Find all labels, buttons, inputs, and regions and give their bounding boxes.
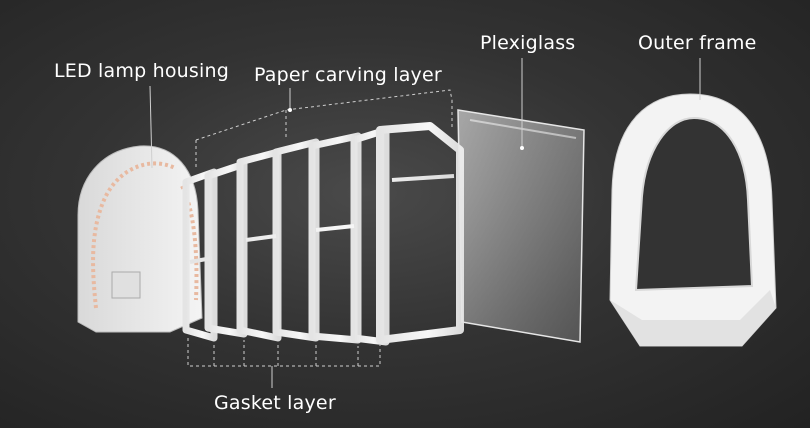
usb-module	[111, 271, 141, 299]
leader-lines	[149, 58, 701, 388]
outer-frame	[609, 93, 777, 347]
label-gasket-layer: Gasket layer	[214, 392, 336, 414]
label-outer-frame: Outer frame	[638, 32, 757, 54]
plexiglass-panel	[457, 109, 585, 343]
leader-led	[149, 85, 153, 169]
paper-frame-main	[376, 122, 464, 344]
label-led-lamp-housing: LED lamp housing	[54, 60, 229, 82]
frame-crossbars	[189, 174, 455, 264]
frame-stack	[182, 122, 464, 346]
label-paper-carving-layer: Paper carving layer	[254, 64, 442, 86]
leader-gasket-bracket	[187, 338, 381, 367]
leader-paper-bracket	[195, 89, 453, 141]
led-strip	[91, 161, 176, 309]
led-lamp-housing	[77, 145, 203, 333]
label-plexiglass: Plexiglass	[480, 32, 576, 54]
led-strip-right	[180, 185, 199, 301]
